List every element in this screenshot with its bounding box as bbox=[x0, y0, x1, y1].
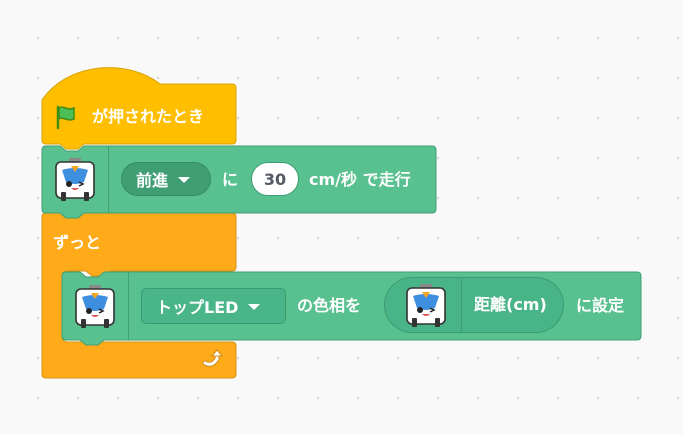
direction-dropdown[interactable]: 前進 bbox=[121, 162, 211, 196]
loop-arrow-icon bbox=[202, 349, 224, 367]
reporter-label: 距離(cm) bbox=[474, 295, 547, 314]
move-particle-label: に bbox=[222, 170, 239, 189]
hue-label: の色相を bbox=[297, 296, 362, 315]
led-dropdown[interactable]: トップLED bbox=[141, 288, 286, 324]
block-divider bbox=[128, 272, 129, 340]
block-divider bbox=[108, 146, 109, 213]
hat-block-label: が押されたとき bbox=[92, 107, 205, 126]
distance-reporter[interactable]: 距離(cm) bbox=[384, 277, 564, 333]
forever-block-shape[interactable] bbox=[41, 212, 237, 379]
speed-input[interactable]: 30 bbox=[251, 162, 299, 196]
caret-down-icon bbox=[178, 177, 191, 183]
speed-unit-label: cm/秒 で走行 bbox=[309, 170, 411, 189]
caret-down-icon bbox=[248, 304, 261, 310]
robot-icon bbox=[75, 285, 115, 328]
green-flag-icon bbox=[56, 105, 75, 130]
led-dropdown-value: トップLED bbox=[156, 298, 239, 317]
direction-dropdown-value: 前進 bbox=[136, 171, 169, 190]
forever-label: ずっと bbox=[53, 233, 102, 252]
reporter-divider bbox=[461, 278, 462, 332]
robot-icon bbox=[406, 284, 446, 327]
set-label: に設定 bbox=[576, 296, 625, 315]
robot-icon bbox=[55, 158, 95, 201]
hat-block-shape[interactable] bbox=[41, 67, 237, 150]
